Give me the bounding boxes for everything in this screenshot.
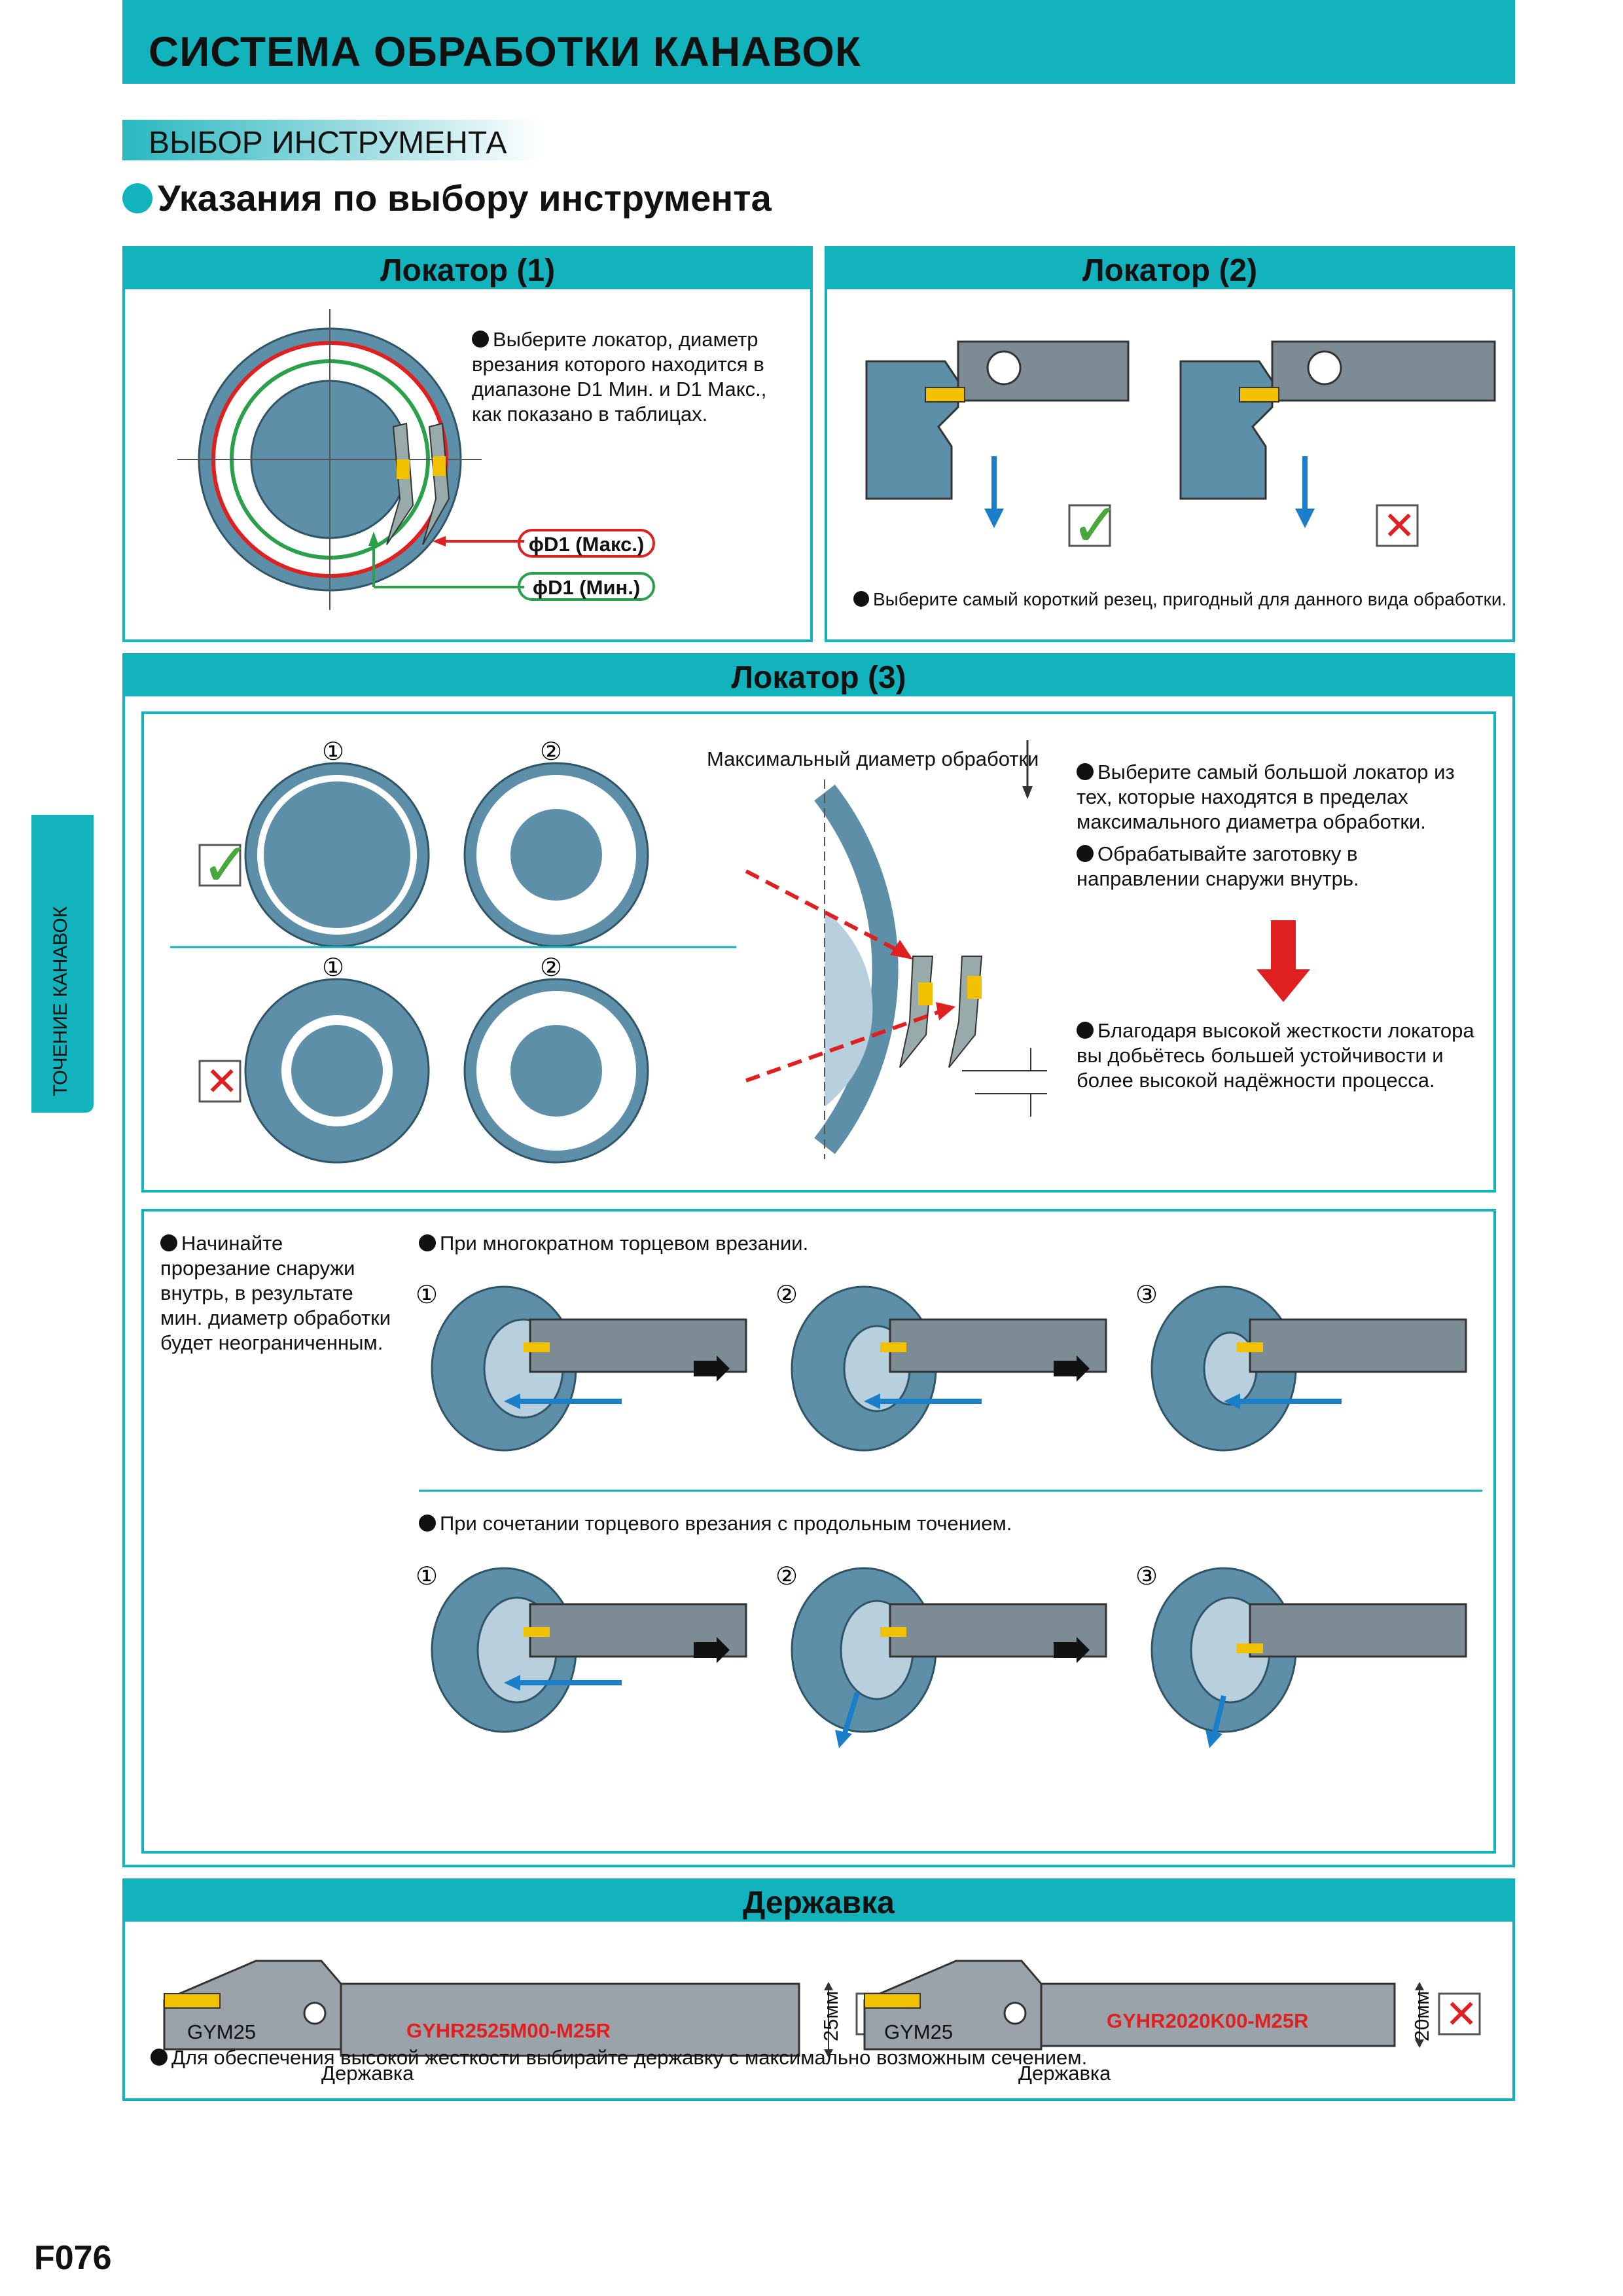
face-row1: ① ② ③	[416, 1280, 1467, 1452]
locator3-diagram: ① ② ✓ ① ② ✕	[170, 737, 1310, 1164]
section-heading: Указания по выбору инструмента	[122, 177, 772, 219]
check-icon: ✓	[201, 830, 251, 900]
locator2-panel: Локатор (2) ✓ ✕ Выберите самый короткий …	[825, 246, 1515, 642]
step-1-label: ①	[322, 737, 344, 766]
locator1-diagram	[177, 309, 524, 610]
step-2-label: ②	[540, 953, 562, 982]
step-1-label: ①	[416, 1280, 438, 1309]
locator2-bad-tool	[1179, 340, 1496, 528]
page-header-bar: СИСТЕМА ОБРАБОТКИ КАНАВОК	[122, 0, 1515, 84]
bullet-icon	[472, 331, 489, 348]
step-2-label: ②	[776, 1562, 798, 1590]
locator2-note: Выберите самый короткий резец, пригодный…	[853, 589, 1508, 610]
page-title: СИСТЕМА ОБРАБОТКИ КАНАВОК	[149, 28, 861, 75]
bullet-icon	[151, 2049, 168, 2066]
bullet-icon	[1077, 1022, 1094, 1039]
page-number: F076	[34, 2239, 112, 2277]
face-row2-title: При сочетании торцевого врезания с продо…	[419, 1511, 1204, 1536]
locator3-header: Локатор (3)	[125, 656, 1512, 696]
cross-icon: ✕	[1383, 503, 1416, 549]
locator3-note-3: Благодаря высокой жесткости локатора вы …	[1077, 1019, 1474, 1092]
locator1-panel: Локатор (1) Выберите локатор, диаметр вр…	[122, 246, 813, 642]
step-2-label: ②	[776, 1280, 798, 1309]
face-grooving-box: Начинайте прорезание снаружи внутрь, в р…	[141, 1209, 1496, 1854]
locator3-note-1: Выберите самый большой локатор из тех, к…	[1077, 761, 1455, 833]
holder-right: ✕	[863, 1960, 1481, 2051]
holder-title: Державка	[743, 1886, 895, 1920]
locator1-note: Выберите локатор, диаметр врезания котор…	[472, 328, 767, 425]
holder-header: Державка	[125, 1881, 1512, 1922]
holder-right-code: GYHR2020K00-M25R	[1107, 2009, 1309, 2032]
locator3-upper-box: ① ② ✓ ① ② ✕	[141, 711, 1496, 1193]
holder-left-caption: Державка	[321, 2062, 414, 2085]
cross-icon: ✕	[1445, 1992, 1478, 2037]
side-tab-label: ТОЧЕНИЕ КАНАВОК	[50, 906, 71, 1096]
face-row2: ① ② ③	[416, 1562, 1467, 1748]
holder-left-size: 25мм	[819, 1990, 842, 2041]
holder-left-code: GYHR2525M00-M25R	[406, 2019, 611, 2042]
check-icon: ✓	[1071, 490, 1121, 560]
bullet-icon	[1077, 845, 1094, 862]
bullet-icon	[1077, 763, 1094, 780]
face-row1-title: При многократном торцевом врезании.	[419, 1231, 1073, 1256]
side-tab: ТОЧЕНИЕ КАНАВОК	[31, 815, 94, 1113]
holder-right-caption: Державка	[1018, 2062, 1111, 2085]
bullet-icon	[419, 1515, 436, 1532]
holder-note: Для обеспечения высокой жесткости выбира…	[151, 2045, 1492, 2070]
cross-icon: ✕	[205, 1059, 238, 1105]
step-2-label: ②	[540, 737, 562, 766]
holder-panel: Державка ✓ ✕ GYM25 GYHR2525M00-M25R 25мм…	[122, 1878, 1515, 2101]
step-3-label: ③	[1135, 1562, 1158, 1590]
step-1-label: ①	[416, 1562, 438, 1590]
locator2-good-tool	[865, 340, 1130, 528]
locator2-title: Локатор (2)	[1082, 253, 1258, 288]
section-subtitle-bar: ВЫБОР ИНСТРУМЕНТА	[122, 120, 541, 160]
max-diameter-label: Максимальный диаметр обработки	[707, 747, 1039, 770]
step-1-label: ①	[322, 953, 344, 982]
section-subtitle: ВЫБОР ИНСТРУМЕНТА	[149, 126, 507, 160]
bullet-icon	[419, 1234, 436, 1251]
face-divider	[419, 1490, 1482, 1492]
locator3-panel: Локатор (3) ① ② ✓ ① ② ✕	[122, 653, 1515, 1867]
locator1-title: Локатор (1)	[380, 253, 556, 288]
holder-left-insert: GYM25	[187, 2020, 257, 2043]
face-left-note: Начинайте прорезание снаружи внутрь, в р…	[160, 1232, 391, 1354]
bullet-circle-icon	[122, 183, 152, 213]
locator2-header: Локатор (2)	[827, 249, 1512, 289]
holder-right-size: 20мм	[1410, 1990, 1433, 2041]
step-3-label: ③	[1135, 1280, 1158, 1309]
d1-min-label: ϕD1 (Мин.)	[518, 572, 655, 601]
locator3-title: Локатор (3)	[731, 660, 906, 695]
bullet-icon	[160, 1234, 177, 1251]
holder-right-insert: GYM25	[884, 2020, 954, 2043]
face-grooving-diagram: ① ② ③	[416, 1280, 1467, 1748]
locator3-note-2: Обрабатывайте заготовку в направлении сн…	[1077, 842, 1359, 890]
holder-diagram: ✓ ✕	[163, 1960, 1481, 2058]
d1-max-label: ϕD1 (Макс.)	[518, 529, 655, 558]
locator1-header: Локатор (1)	[125, 249, 810, 289]
locator2-diagram: ✓ ✕	[865, 340, 1496, 560]
bullet-icon	[853, 591, 869, 607]
